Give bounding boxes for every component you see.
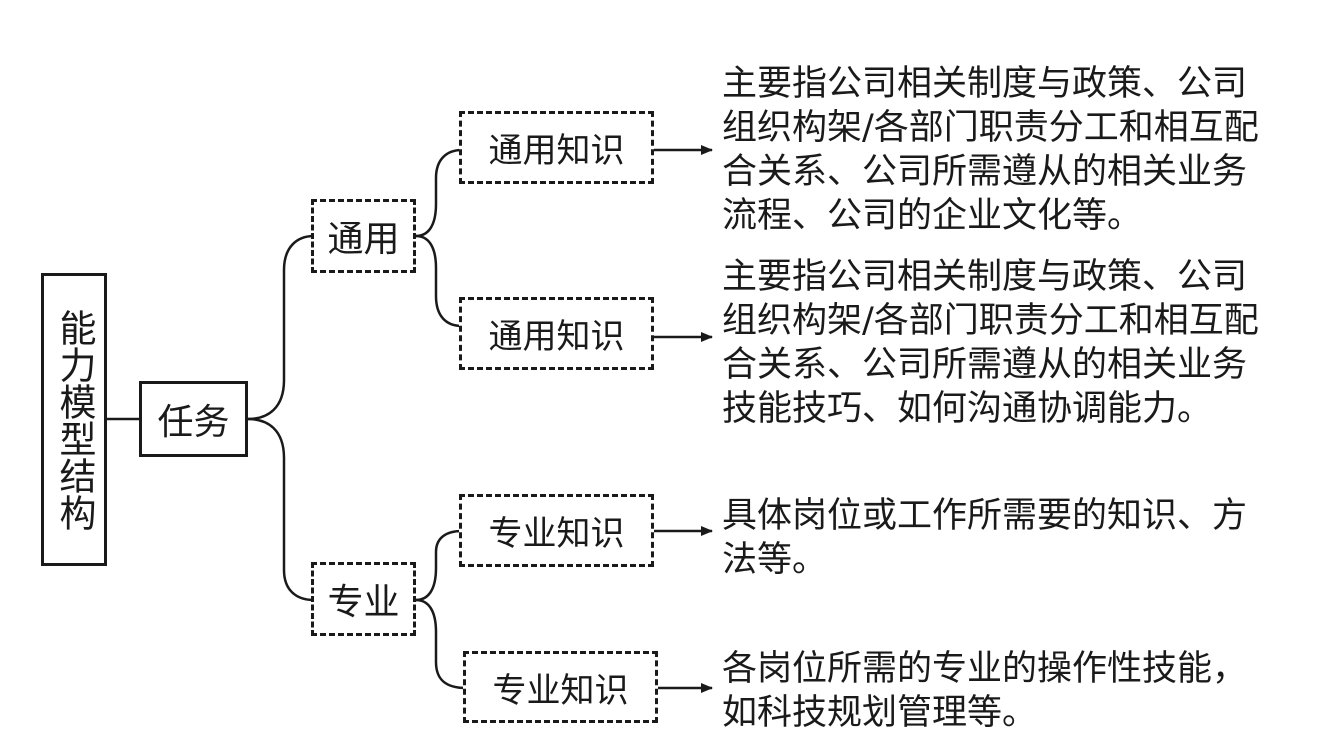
task-node: 任务 [139, 381, 248, 457]
professional-node: 专业 [311, 562, 416, 636]
professional-knowledge-node-1: 专业知识 [459, 494, 654, 567]
description-line: 合关系、公司所需遵从的相关业务 [722, 345, 1248, 385]
general-knowledge-description-2: 主要指公司相关制度与政策、公司 组织构架/各部门职责分工和相互配 合关系、公司所… [722, 255, 1322, 431]
general-knowledge-node-2: 通用知识 [459, 297, 654, 370]
professional-knowledge-node-2: 专业知识 [463, 651, 658, 723]
task-label: 任务 [157, 402, 230, 443]
brace-general-upper [415, 148, 463, 238]
root-node: 能力模型结构 [41, 273, 107, 566]
description-line: 组织构架/各部门职责分工和相互配 [722, 108, 1259, 148]
description-line: 组织构架/各部门职责分工和相互配 [722, 301, 1259, 341]
brace-professional-upper [415, 529, 463, 602]
general-knowledge-label-1: 通用知识 [488, 131, 625, 171]
description-line: 流程、公司的企业文化等。 [722, 196, 1143, 236]
description-line: 各岗位所需的专业的操作性技能， [722, 649, 1248, 689]
general-knowledge-description-1: 主要指公司相关制度与政策、公司 组织构架/各部门职责分工和相互配 合关系、公司所… [722, 62, 1322, 238]
description-line: 合关系、公司所需遵从的相关业务 [722, 152, 1248, 192]
root-label: 能力模型结构 [53, 308, 96, 531]
professional-label: 专业 [327, 582, 400, 623]
brace-general-lower [415, 234, 463, 328]
general-label: 通用 [327, 219, 400, 260]
description-line: 法等。 [722, 540, 828, 580]
general-knowledge-node-1: 通用知识 [459, 111, 654, 184]
professional-knowledge-label-2: 专业知识 [492, 670, 629, 711]
description-line: 主要指公司相关制度与政策、公司 [722, 64, 1248, 104]
description-line: 技能技巧、如何沟通协调能力。 [722, 389, 1213, 429]
professional-knowledge-description-1: 具体岗位或工作所需要的知识、方 法等。 [722, 494, 1322, 582]
description-line: 具体岗位或工作所需要的知识、方 [722, 496, 1248, 536]
professional-knowledge-description-2: 各岗位所需的专业的操作性技能， 如科技规划管理等。 [722, 647, 1322, 735]
description-line: 主要指公司相关制度与政策、公司 [722, 257, 1248, 297]
general-node: 通用 [311, 199, 416, 273]
brace-professional-lower [415, 598, 467, 690]
general-knowledge-label-2: 通用知识 [488, 317, 625, 357]
brace-task [247, 234, 315, 421]
brace-task-lower [247, 417, 315, 602]
description-line: 如科技规划管理等。 [722, 693, 1038, 733]
professional-knowledge-label-1: 专业知识 [488, 514, 625, 554]
